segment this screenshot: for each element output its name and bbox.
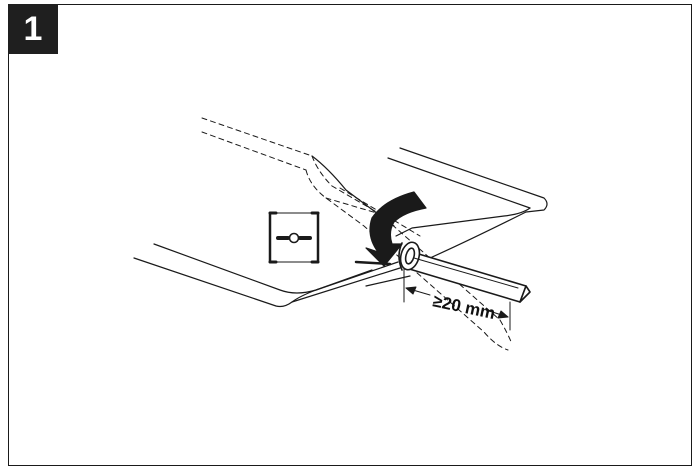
step-number-badge: 1 (8, 4, 58, 54)
mounting-bolt (398, 241, 531, 303)
curved-arrow-icon (354, 191, 427, 267)
dimension-markers (403, 267, 511, 331)
figure-frame (8, 4, 692, 466)
dimension-label: ≥20 mm (431, 291, 497, 323)
blade-balance-icon (268, 211, 320, 264)
blade-outline (133, 147, 548, 308)
